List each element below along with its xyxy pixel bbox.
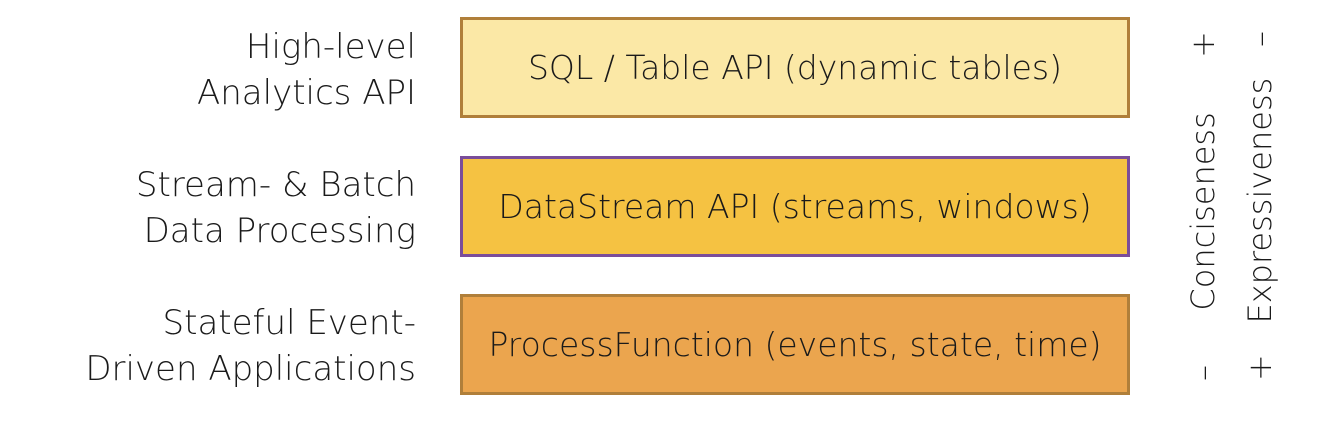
layer-box-text: DataStream API (streams, windows) bbox=[498, 187, 1092, 226]
layer-label-analytics: High-level Analytics API bbox=[197, 24, 416, 116]
conciseness-minus: – bbox=[1184, 365, 1222, 381]
expressiveness-label: Expressiveness bbox=[1241, 77, 1279, 324]
conciseness-label: Conciseness bbox=[1184, 112, 1222, 311]
layer-label-stateful: Stateful Event- Driven Applications bbox=[85, 300, 416, 392]
expressiveness-plus: + bbox=[1241, 354, 1279, 381]
layer-label-line: Driven Applications bbox=[85, 349, 416, 389]
layer-box-sql-table-api: SQL / Table API (dynamic tables) bbox=[460, 17, 1130, 118]
conciseness-plus: + bbox=[1184, 31, 1222, 58]
layer-label-stream-batch: Stream- & Batch Data Processing bbox=[136, 162, 416, 254]
layer-label-line: Analytics API bbox=[197, 73, 416, 113]
layer-label-line: Data Processing bbox=[143, 211, 416, 251]
layer-box-datastream-api: DataStream API (streams, windows) bbox=[460, 156, 1130, 257]
layer-label-line: Stream- & Batch bbox=[135, 165, 416, 205]
layer-box-processfunction: ProcessFunction (events, state, time) bbox=[460, 294, 1130, 395]
conciseness-axis-label: – Conciseness + bbox=[1184, 31, 1222, 381]
layer-label-line: High-level bbox=[245, 27, 416, 67]
layer-box-text: ProcessFunction (events, state, time) bbox=[488, 325, 1102, 364]
expressiveness-minus: – bbox=[1241, 31, 1279, 47]
layer-label-line: Stateful Event- bbox=[162, 303, 416, 343]
layer-box-text: SQL / Table API (dynamic tables) bbox=[527, 48, 1062, 87]
expressiveness-axis-label: + Expressiveness – bbox=[1241, 31, 1279, 381]
